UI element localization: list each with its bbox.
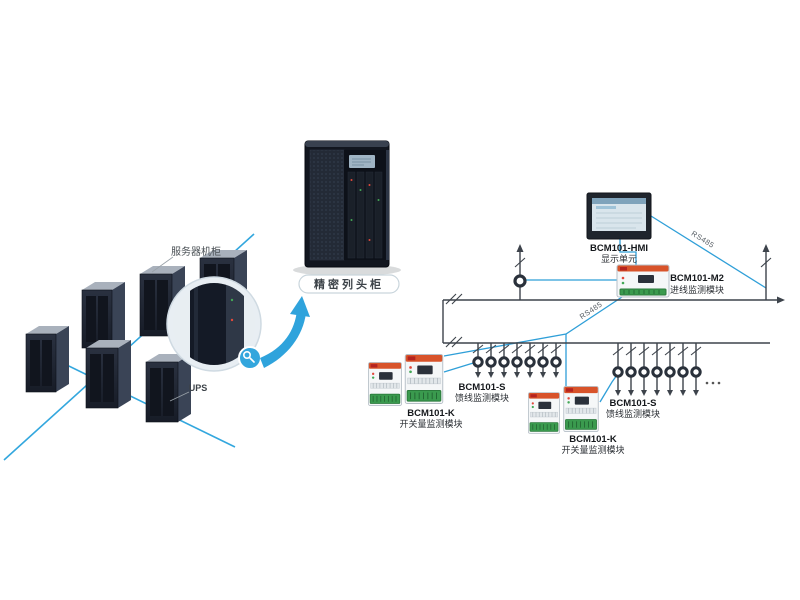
breaker-symbol [445, 293, 463, 348]
current-transformer-row [612, 366, 702, 378]
din-module [404, 354, 444, 404]
server-cabinet-label: 服务器机柜 [171, 245, 221, 258]
incoming-line [760, 244, 772, 300]
hmi-model-label: BCM101-HMI [590, 243, 648, 254]
s-left-name-label: 馈线监测模块 [455, 392, 509, 403]
breaker-symbol [612, 346, 702, 356]
s-right-name-label: 馈线监测模块 [606, 408, 660, 419]
label-leader-line [151, 256, 174, 273]
k-right-name-label: 开关量监测模块 [561, 444, 624, 455]
bus-arrow [777, 296, 785, 304]
cabinet-mesh-door [309, 149, 345, 261]
server-cabinet [25, 326, 69, 393]
hmi-name-label: 显示单元 [601, 253, 637, 264]
ups-label: UPS [189, 383, 208, 393]
ellipsis-dot [711, 381, 715, 385]
precision-cabinet [293, 140, 401, 276]
m2-module [616, 264, 670, 298]
current-transformer [513, 274, 527, 288]
m2-name-label: 进线监测模块 [670, 284, 724, 295]
feeder-group [612, 343, 721, 396]
din-module [563, 386, 599, 432]
s-right-model-label: BCM101-S [610, 398, 657, 409]
server-cabinet [145, 354, 191, 423]
server-room-cluster: 服务器机柜 UPS [3, 233, 310, 461]
current-transformer-row [472, 356, 562, 368]
zoom-arrow [260, 296, 310, 368]
rs485-label: RS485 [690, 229, 716, 250]
cabinet-label-pill: 精密列头柜 [298, 274, 400, 294]
k-left-model-label: BCM101-K [407, 408, 455, 419]
server-cabinet [85, 340, 131, 409]
server-cabinet [81, 282, 125, 349]
busbar-diagram [442, 244, 785, 396]
m2-model-label: BCM101-M2 [670, 273, 724, 284]
s-left-model-label: BCM101-S [459, 382, 506, 393]
breaker-symbol [472, 344, 562, 354]
magnifier-icon [238, 346, 262, 370]
incoming-line [513, 244, 527, 300]
hmi-display [586, 192, 652, 240]
ellipsis-dot [717, 381, 721, 385]
feeder-group [472, 343, 562, 378]
cabinet-label: 精密列头柜 [314, 277, 384, 291]
k-right-model-label: BCM101-K [569, 434, 617, 445]
ellipsis-dot [705, 381, 709, 385]
label-leader-line [169, 391, 190, 402]
din-module [528, 392, 560, 434]
network-cable [35, 349, 236, 448]
cabinet-display [349, 155, 375, 168]
rs485-bus-lines [443, 215, 767, 403]
k-left-name-label: 开关量监测模块 [399, 418, 462, 429]
din-module [368, 362, 402, 406]
